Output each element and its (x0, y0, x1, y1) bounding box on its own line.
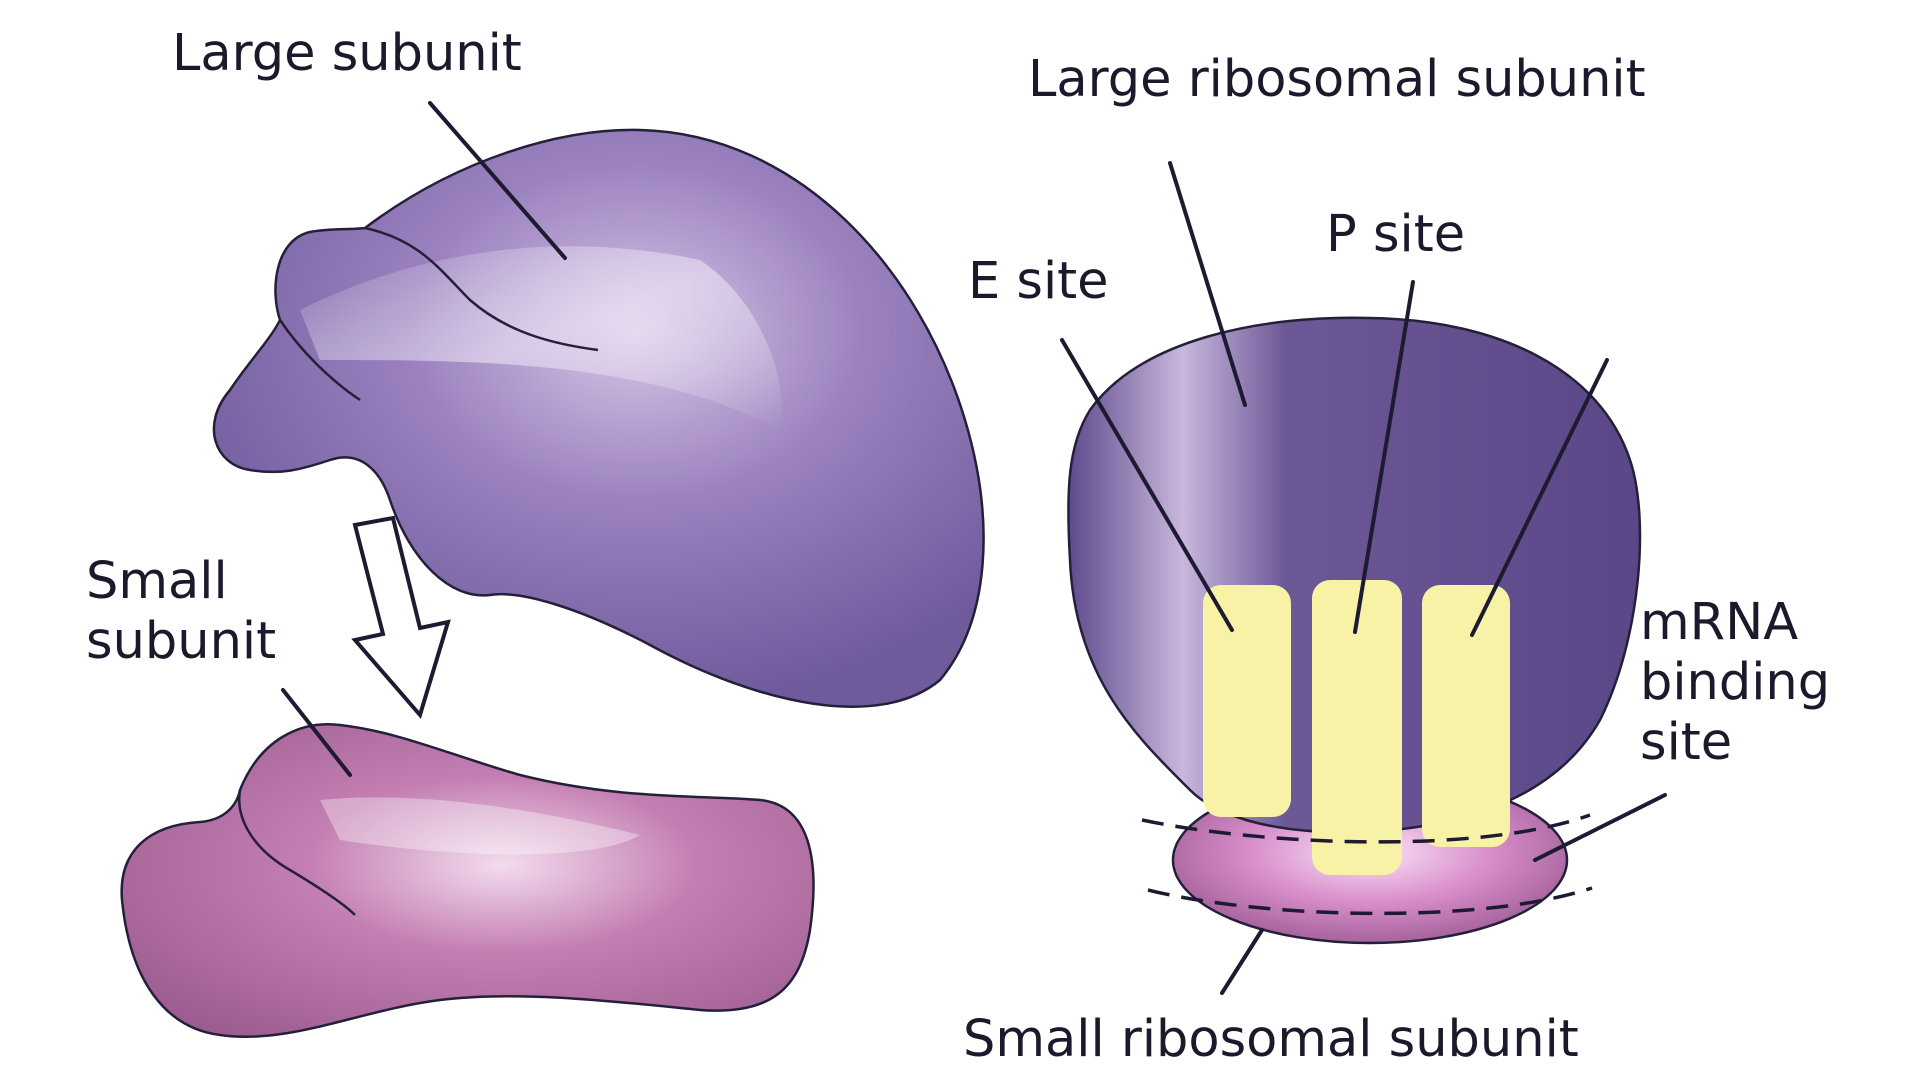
mrna-binding-leader (1533, 793, 1667, 862)
large-subunit-shape (212, 128, 985, 708)
e-site-slot (1203, 585, 1291, 817)
label-large-subunit: Large subunit (172, 24, 522, 83)
down-arrow-icon (351, 515, 451, 720)
label-mrna-binding-site: mRNA binding site (1640, 593, 1830, 773)
label-e-site: E site (968, 252, 1109, 311)
small-subunit-shape (120, 723, 815, 1039)
label-small-ribosomal-subunit: Small ribosomal subunit (963, 1010, 1579, 1069)
a-site-leader (1470, 358, 1609, 637)
mrna-dashed-upper (1141, 813, 1591, 844)
small-ribosomal-leader (1220, 928, 1264, 995)
large-ribosomal-leader (1168, 161, 1247, 407)
label-large-ribosomal-subunit: Large ribosomal subunit (1028, 50, 1646, 109)
e-site-leader (1060, 338, 1234, 632)
label-small-subunit: Small subunit (86, 552, 276, 672)
p-site-leader (1353, 280, 1415, 634)
a-site-slot (1422, 585, 1510, 847)
p-site-slot (1312, 580, 1402, 875)
label-mrna-line2: binding (1640, 653, 1831, 712)
label-small-subunit-line2: subunit (86, 612, 277, 671)
label-mrna-line3: site (1640, 713, 1733, 772)
label-small-subunit-line1: Small (86, 552, 228, 611)
label-mrna-line1: mRNA (1640, 593, 1799, 652)
small-subunit-leader (281, 688, 352, 777)
mrna-dashed-lower (1147, 886, 1593, 916)
large-subunit-leader (428, 101, 567, 260)
label-p-site: P site (1326, 205, 1466, 264)
